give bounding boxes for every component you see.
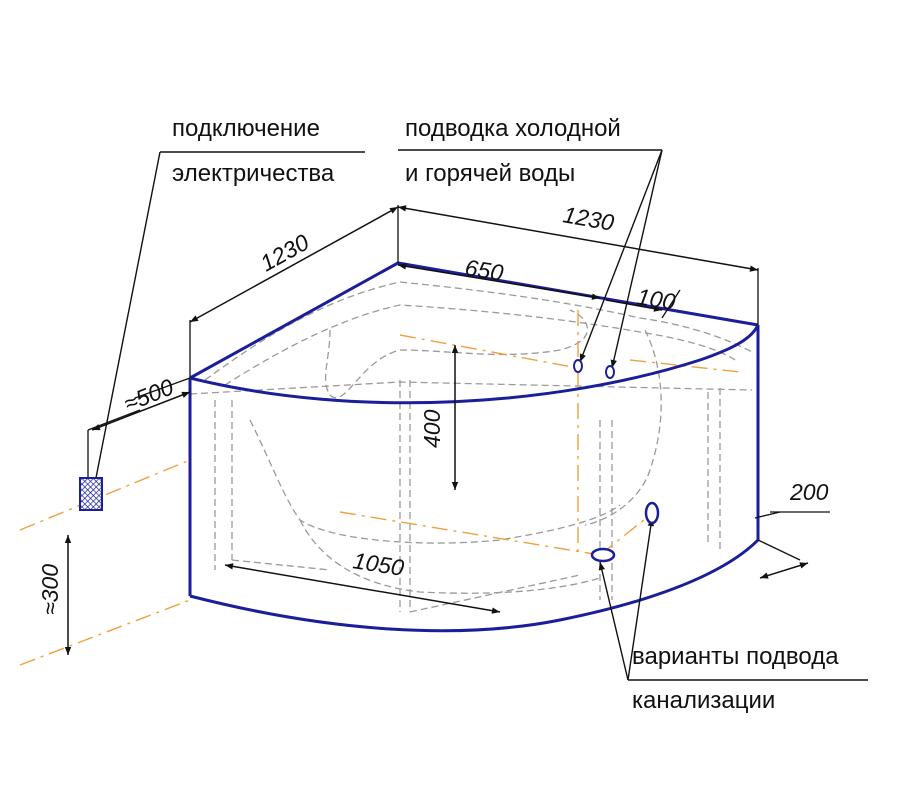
drain-option-wall (644, 501, 660, 525)
dim-line-200 (759, 562, 809, 579)
dim-line-100 (605, 299, 663, 312)
drain-option-floor (590, 547, 616, 563)
dim-line-1230-right (397, 205, 759, 272)
drain-label-line2: канализации (632, 687, 775, 714)
dim-line-500 (91, 391, 191, 431)
drain-label-line1: варианты подвода (632, 643, 839, 670)
dim-line-1230-left (189, 206, 399, 323)
electricity-label-line1: подключение (172, 115, 320, 142)
water-label-line1: подводка холодной (405, 115, 621, 142)
cold-water-inlet (573, 359, 583, 373)
dim-line-1050 (224, 563, 501, 614)
electrical-socket-box (79, 477, 103, 511)
electricity-label-line2: электричества (172, 160, 335, 187)
leader-lines (92, 149, 868, 681)
dim-label-1230-right: 1230 (561, 201, 616, 236)
dimension-lines (64, 205, 809, 655)
water-label-line2: и горячей воды (405, 160, 575, 187)
hot-water-inlet (605, 365, 615, 379)
dim-label-650: 650 (463, 254, 505, 286)
dim-label-500: ≈500 (120, 373, 177, 416)
dim-label-400: 400 (419, 409, 445, 448)
dim-label-200: 200 (789, 479, 829, 505)
dim-line-650 (397, 263, 601, 300)
dim-label-300: ≈300 (37, 564, 63, 615)
tub-outline (188, 261, 760, 633)
dim-label-100: 100 (635, 283, 677, 315)
extension-lines (87, 205, 830, 561)
axis-lines (19, 310, 741, 666)
